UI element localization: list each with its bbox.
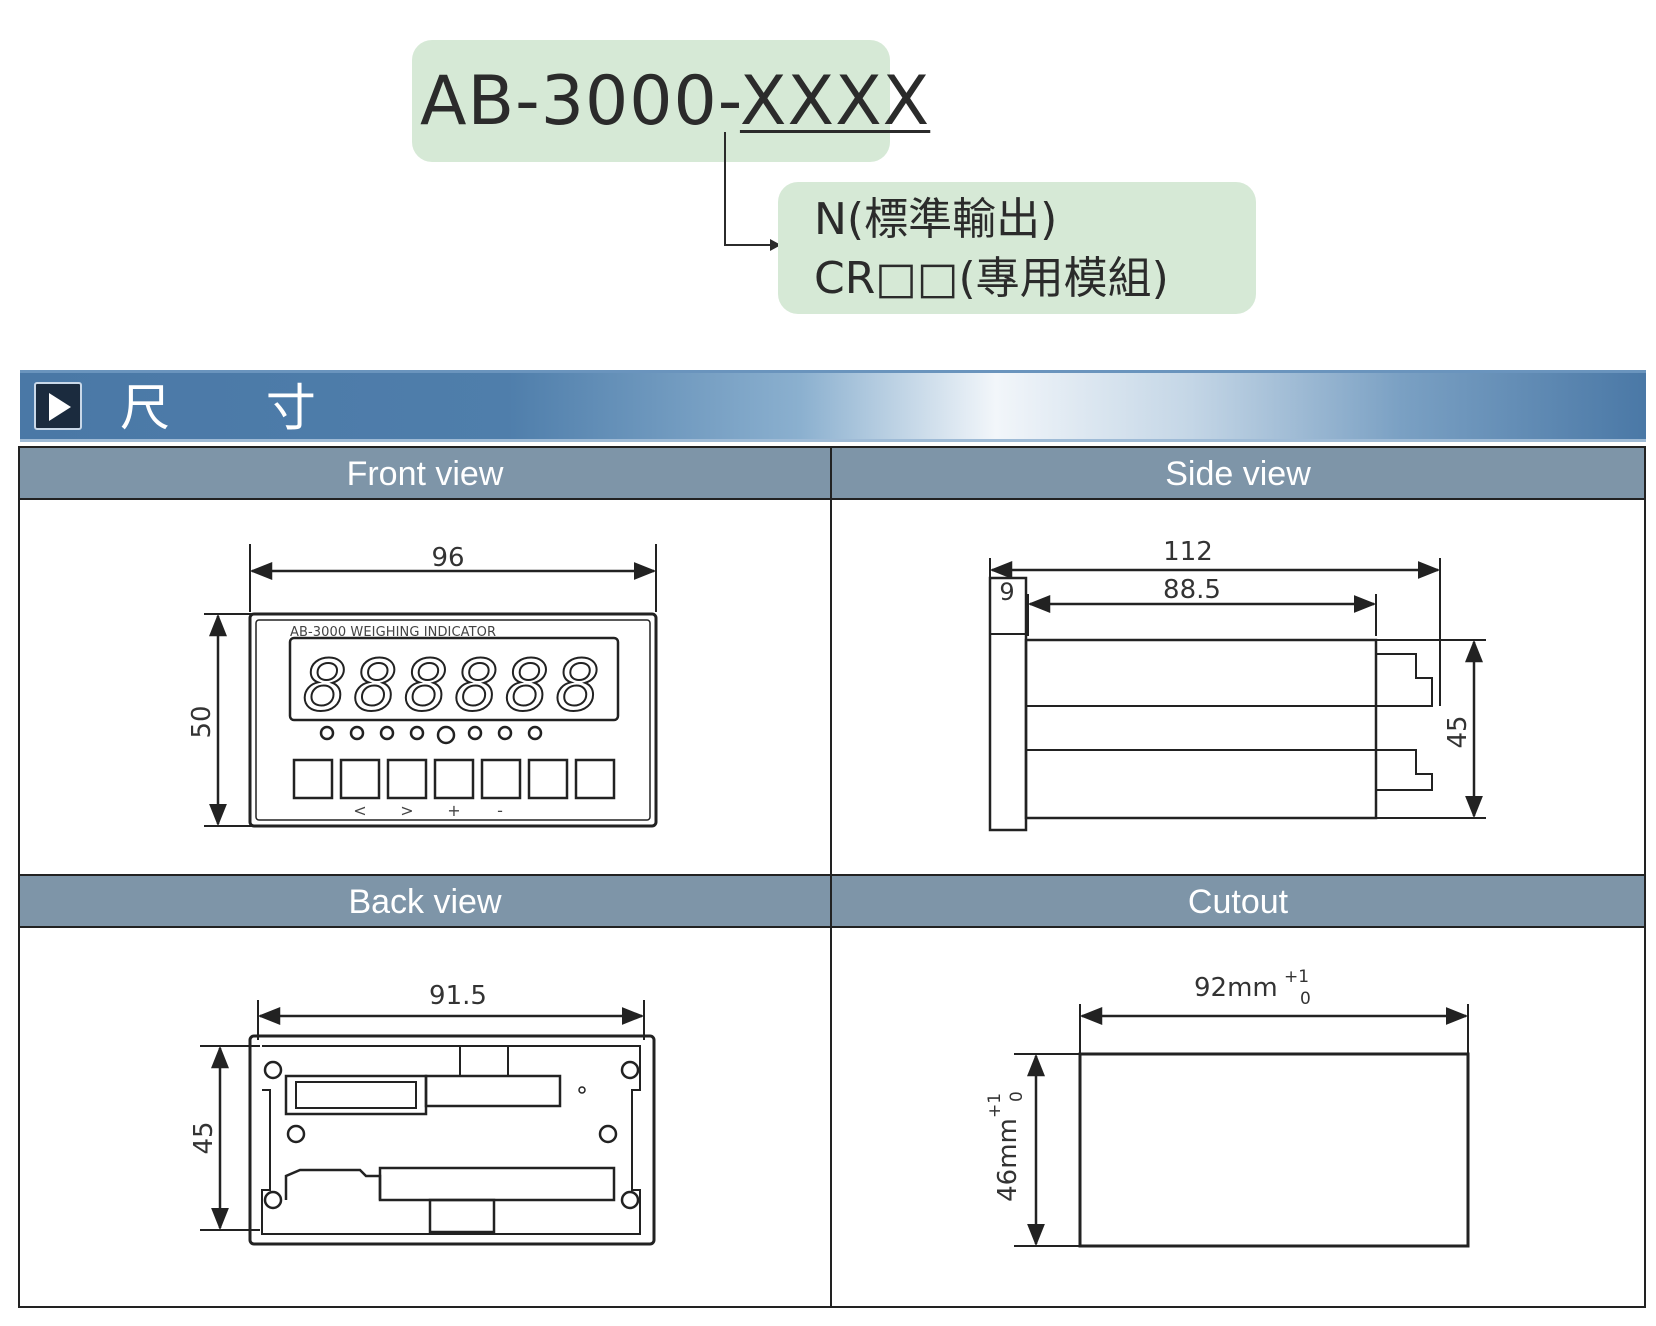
- cutout-width-tol-plus: +1: [1284, 967, 1309, 987]
- side-height-label: 45: [1443, 715, 1473, 748]
- key-label-minus: -: [497, 801, 503, 820]
- back-width-label: 91.5: [429, 981, 487, 1011]
- cutout-height-label: 46mm: [993, 1118, 1023, 1202]
- key-label-plus: +: [447, 801, 460, 820]
- option-connector: [724, 132, 781, 251]
- cutout-drawing: [1014, 1004, 1470, 1248]
- grid-divider-vertical: [830, 446, 832, 1308]
- front-brand-label: AB-3000 WEIGHING INDICATOR: [290, 625, 496, 640]
- front-height-label: 50: [187, 705, 217, 738]
- option-box: [778, 182, 1256, 314]
- cutout-width-label: 92mm: [1194, 973, 1278, 1003]
- front-display-digits: 888888: [302, 645, 605, 727]
- side-total-label: 112: [1163, 537, 1213, 567]
- part-code-prefix: AB-3000-: [420, 62, 740, 141]
- grid-divider-horizontal: [18, 874, 1646, 876]
- key-label-left: <: [353, 801, 366, 820]
- side-body-label: 88.5: [1163, 575, 1221, 605]
- section-title: 尺 寸: [120, 379, 356, 437]
- cutout-height-tol-zero: 0: [1007, 1091, 1027, 1102]
- part-code-box: [412, 40, 890, 162]
- key-label-right: >: [400, 801, 413, 820]
- side-view-header: Side view: [832, 448, 1644, 500]
- play-icon: [34, 382, 82, 430]
- back-height-label: 45: [189, 1121, 219, 1154]
- front-width-label: 96: [431, 543, 464, 573]
- side-front-label: 9: [999, 578, 1014, 606]
- cutout-header: Cutout: [832, 876, 1644, 928]
- cutout-height-tol-plus: +1: [985, 1093, 1005, 1118]
- side-view-drawing: [988, 558, 1486, 832]
- option-special-module: CR□□(專用模組): [814, 253, 1169, 304]
- option-standard-output: N(標準輸出): [814, 194, 1058, 245]
- back-view-drawing: [200, 1000, 656, 1246]
- cutout-width-tol-zero: 0: [1300, 989, 1311, 1009]
- front-view-header: Front view: [20, 448, 830, 500]
- part-code-suffix: XXXX: [739, 62, 931, 141]
- front-view-drawing: [204, 544, 658, 828]
- back-view-header: Back view: [20, 876, 830, 928]
- part-code: AB-3000-XXXX: [420, 62, 930, 142]
- dimension-grid: [18, 446, 1646, 1308]
- section-header-bar: [20, 370, 1646, 442]
